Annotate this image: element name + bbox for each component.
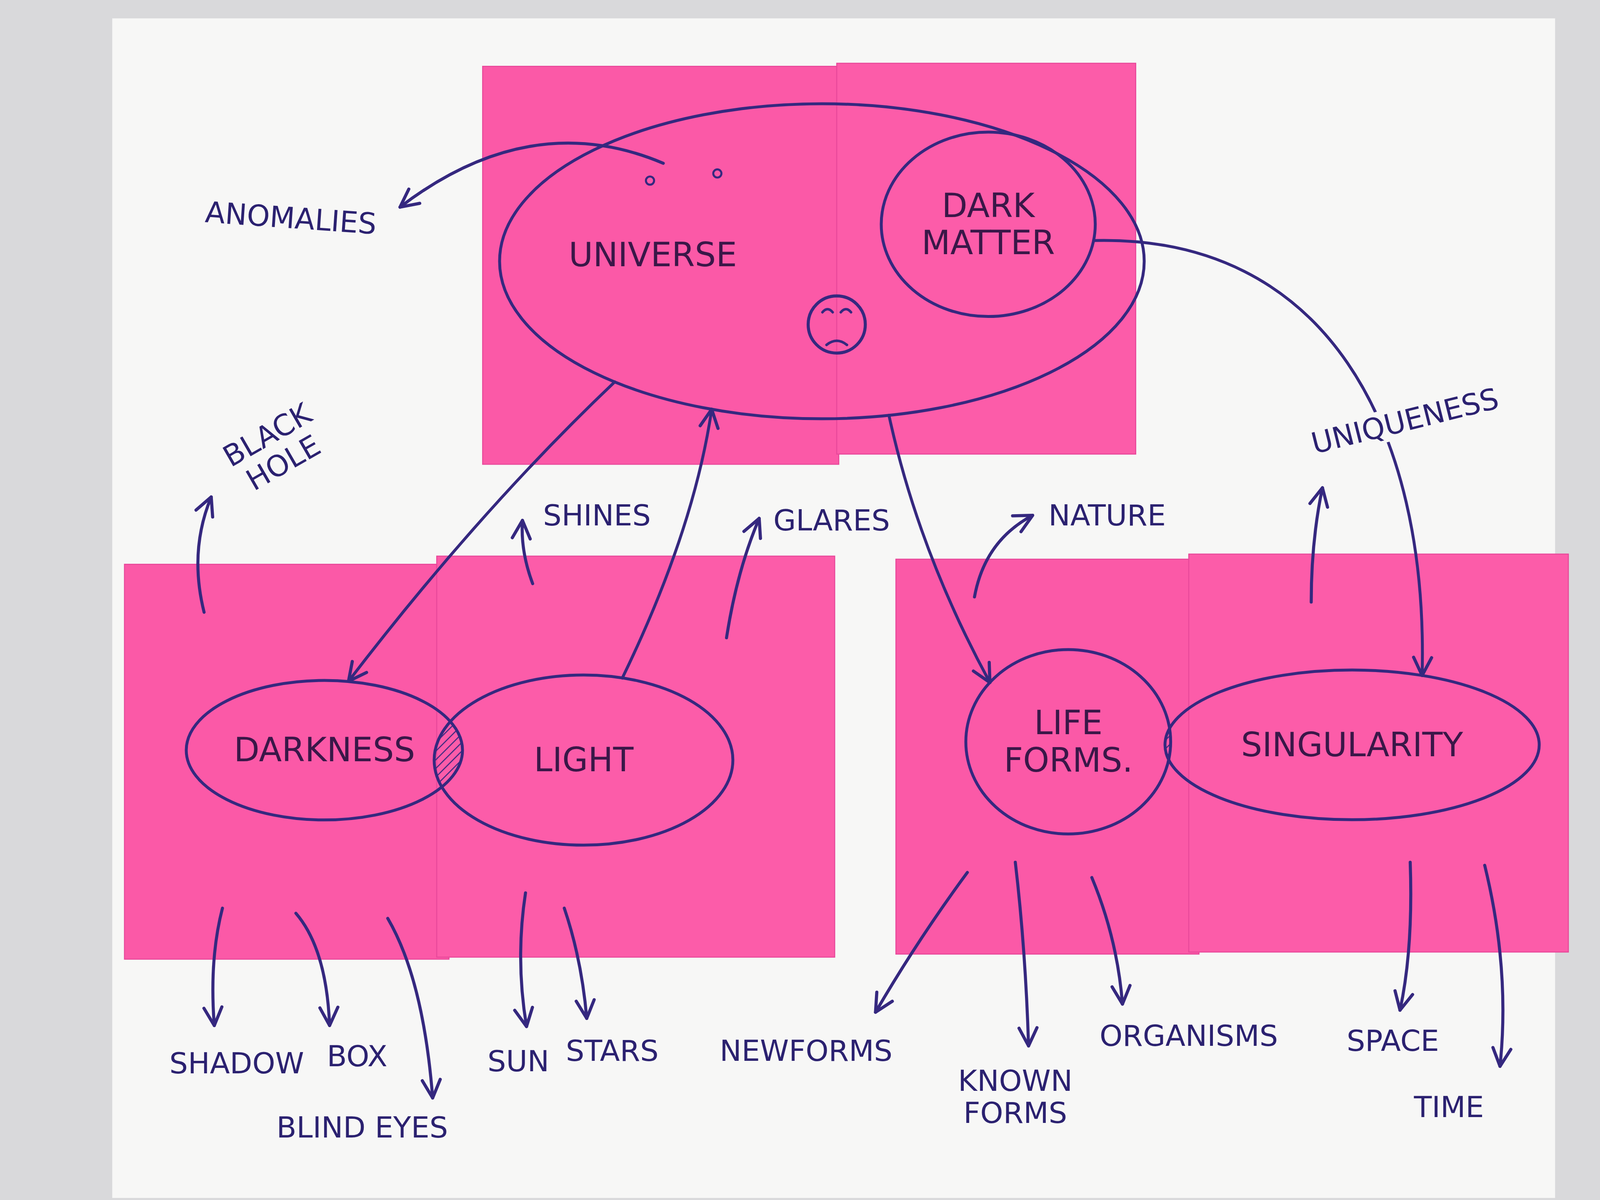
- sticky-note: [124, 564, 450, 960]
- annotation-label: BLIND EYES: [276, 1111, 448, 1144]
- node-label: UNIVERSE: [568, 236, 738, 274]
- node-ellipse: [499, 103, 1145, 419]
- leader-arrow: [1311, 487, 1323, 603]
- node-ellipse: [1165, 670, 1540, 820]
- connector-arrow: [348, 382, 615, 682]
- planet-symbol: [808, 295, 866, 353]
- leader-arrow: [1484, 865, 1503, 1067]
- leader-arrow: [974, 515, 1033, 598]
- node-ellipse: [186, 680, 463, 820]
- annotation-label: STARS: [565, 1035, 659, 1068]
- node-label: DARKNESS: [233, 731, 415, 769]
- connector-arrow: [622, 409, 712, 678]
- annotation-label: ORGANISMS: [1099, 1019, 1278, 1052]
- leader-arrow: [387, 918, 433, 1098]
- annotation-label: NATURE: [1048, 499, 1166, 532]
- ellipse-node: DARKNESS: [184, 678, 465, 822]
- node-ellipse: [434, 675, 733, 845]
- ellipse-node: LIFE FORMS.: [964, 647, 1173, 836]
- node-label: LIGHT: [533, 741, 634, 780]
- leader-arrow: [1015, 862, 1029, 1046]
- leader-arrow: [520, 892, 527, 1027]
- connector-arrow: [888, 415, 990, 683]
- node-label: SINGULARITY: [1240, 726, 1463, 764]
- annotation-label: BOX: [326, 1040, 388, 1073]
- node-label: LIFE FORMS.: [1003, 704, 1133, 780]
- leader-arrow: [522, 520, 533, 584]
- annotation-label: KNOWN FORMS: [957, 1065, 1073, 1130]
- node-label: DARK MATTER: [921, 187, 1055, 262]
- leader-arrow: [1400, 862, 1411, 1010]
- leader-arrow: [1091, 877, 1123, 1005]
- leader-arrow: [295, 913, 330, 1026]
- ellipse-node: SINGULARITY: [1163, 668, 1541, 822]
- node-ellipse: [881, 132, 1096, 317]
- leader-arrow: [400, 142, 664, 208]
- sticky-note: [895, 559, 1199, 955]
- overlap-hatch: [434, 675, 733, 845]
- sad-face: [822, 309, 852, 345]
- leader-arrow: [875, 872, 968, 1013]
- connector-arrow: [1093, 240, 1423, 676]
- leader-arrow: [564, 908, 587, 1019]
- leader-arrow: [212, 908, 223, 1026]
- ellipse-node: LIGHT: [432, 673, 735, 847]
- annotation-label: SUN: [487, 1045, 550, 1078]
- node-ellipse: [965, 649, 1171, 835]
- annotation-label: GLARES: [773, 504, 890, 537]
- anomaly-dot: [713, 169, 722, 178]
- annotation-label: SHADOW: [169, 1047, 305, 1080]
- annotation-label: NEWFORMS: [719, 1035, 893, 1068]
- sticky-note: [436, 556, 835, 958]
- annotation-label: SPACE: [1346, 1024, 1440, 1057]
- sticky-note: [1188, 554, 1569, 953]
- ellipse-node: UNIVERSE DARK MATTER: [497, 102, 1146, 421]
- overlap-hatch: [1165, 670, 1539, 820]
- leader-arrow: [197, 497, 212, 613]
- leader-arrow: [726, 518, 760, 638]
- anomaly-dot: [645, 176, 655, 185]
- annotation-label: SHINES: [542, 499, 651, 532]
- ellipse-node: DARK MATTER: [879, 130, 1098, 319]
- annotation-label: TIME: [1414, 1091, 1485, 1124]
